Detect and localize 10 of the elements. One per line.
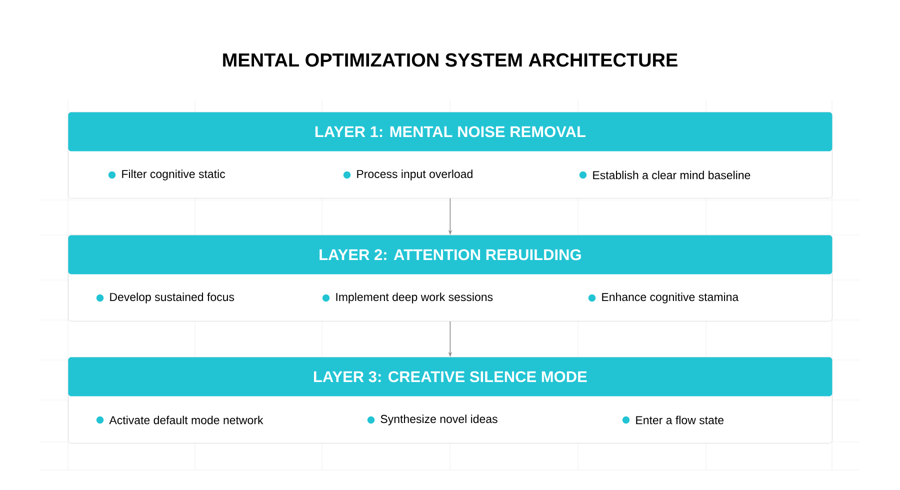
- bullet-item: Synthesize novel ideas: [367, 414, 498, 426]
- bullet-item: Activate default mode network: [96, 416, 264, 424]
- bullet-item: Establish a clear mind baseline: [579, 170, 750, 180]
- bullet-item: Implement deep work sessions: [322, 292, 493, 304]
- title: MENTAL OPTIMIZATION SYSTEM ARCHITECTURE: [223, 53, 678, 67]
- bullet-item: Enter a flow state: [622, 416, 724, 424]
- bullet-item: Enhance cognitive stamina: [588, 292, 739, 304]
- bullet-item: Filter cognitive static: [108, 170, 226, 180]
- bullet-item: Develop sustained focus: [96, 292, 234, 304]
- bullet-item: Process input overload: [343, 170, 472, 180]
